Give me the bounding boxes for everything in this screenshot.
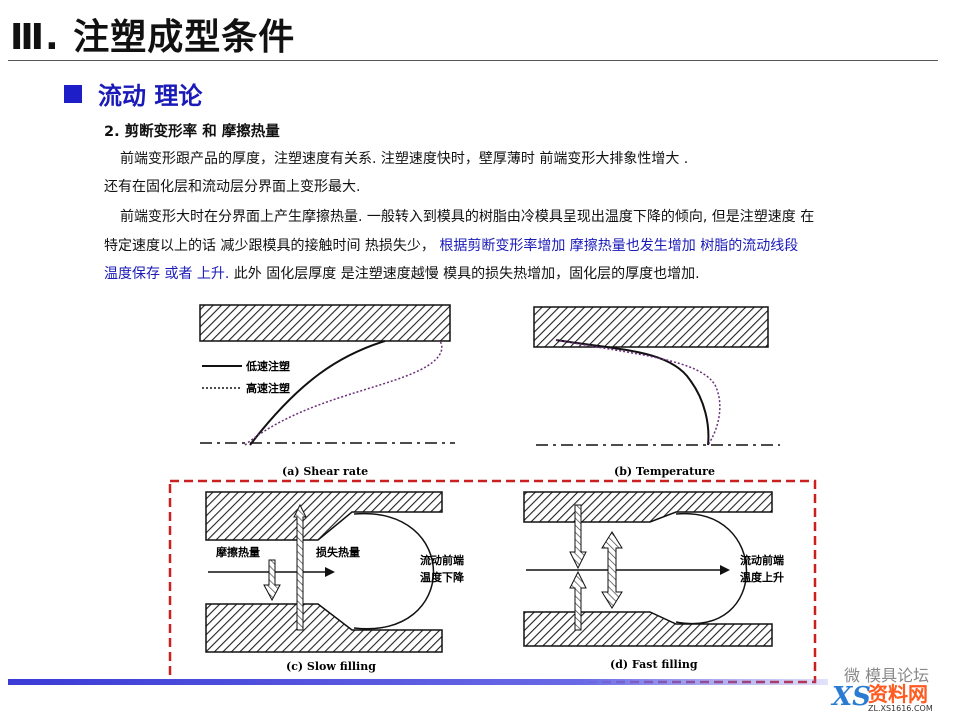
panel-d-arrow-down-top [569, 504, 587, 570]
panel-b-fast-curve [555, 339, 721, 446]
paragraph-1-text: 前端变形跟产品的厚度，注塑速度有关系. 注塑速度快时，壁厚薄时 前端变形大排象性… [120, 151, 689, 167]
panel-a-legend-low: 低速注塑 [245, 359, 290, 373]
paragraph-3-text: 前端变形大时在分界面上产生摩擦热量. 一般转入到模具的树脂由冷模具呈现出温度下降… [120, 209, 815, 225]
panel-a-low-speed-curve [249, 340, 386, 446]
panel-c-flow-arrowhead [325, 567, 335, 577]
logo-main: 资料网 [868, 682, 928, 706]
paragraph-3: 前端变形大时在分界面上产生摩擦热量. 一般转入到模具的树脂由冷模具呈现出温度下降… [120, 204, 940, 230]
section-heading: 流动 理论 [64, 76, 202, 111]
logo-url: ZL.XS1616.COM [868, 704, 933, 713]
paragraph-4-blue: 根据剪断变形率增加 摩擦热量也发生增加 树脂的流动线段 [439, 238, 799, 254]
paragraph-4-black: 特定速度以上的话 减少跟模具的接触时间 热损失少， [104, 238, 435, 254]
panel-d-double-arrow [601, 531, 623, 609]
panel-d-label-front-1: 流动前端 [740, 553, 784, 567]
panel-d-label-front-2: 温度上升 [740, 570, 784, 584]
bullet-square-icon [64, 84, 82, 103]
panel-d-flow-front [675, 512, 748, 625]
panel-d-top-wall [523, 491, 773, 523]
bottom-gradient-bar [8, 679, 828, 685]
paragraph-5: 温度保存 或者 上升. 此外 固化层厚度 是注塑速度越慢 模具的损失热增加，固化… [104, 261, 924, 287]
paragraph-2: 还有在固化层和流动层分界面上变形最大. [104, 174, 924, 200]
paragraph-4: 特定速度以上的话 减少跟模具的接触时间 热损失少， 根据剪断变形率增加 摩擦热量… [104, 233, 924, 259]
panel-d-bottom-wall [523, 611, 773, 647]
panel-c-friction-arrow [263, 559, 281, 602]
panel-a-caption: (a) Shear rate [282, 465, 368, 478]
panel-c-label-loss: 损失热量 [316, 545, 360, 559]
watermark-text: 微 模具论坛 [844, 666, 930, 685]
panel-c-slow-filling: 摩擦热量 损失热量 流动前端 温度下降 (c) Slow filling [205, 491, 465, 673]
section-label: 流动 理论 [98, 82, 203, 110]
panel-d-caption: (d) Fast filling [610, 658, 698, 671]
paragraph-5-black: 此外 固化层厚度 是注塑速度越慢 模具的损失热增加，固化层的厚度也增加. [229, 266, 700, 282]
site-logo: XS 资料网 ZL.XS1616.COM [828, 678, 952, 718]
panel-b-slow-curve [555, 339, 710, 446]
panel-c-loss-arrow [293, 503, 307, 631]
panel-c-label-front-2: 温度下降 [420, 570, 465, 584]
panel-a-legend-high: 高速注塑 [246, 381, 290, 395]
panel-c-label-front-1: 流动前端 [420, 553, 464, 567]
panel-d-flow-arrowhead [720, 565, 730, 575]
title-rule [8, 60, 938, 61]
panel-d-arrow-up-bottom [569, 570, 587, 631]
slide-title: Ⅲ. 注塑成型条件 [10, 17, 296, 58]
panel-c-bottom-wall [205, 603, 443, 653]
paragraph-5-blue: 温度保存 或者 上升. [104, 266, 230, 282]
panel-a-shear-rate: 低速注塑 高速注塑 (a) Shear rate [199, 304, 455, 478]
panel-a-high-speed-curve [244, 340, 443, 446]
panel-c-flow-front [353, 512, 435, 630]
panel-b-caption: (b) Temperature [614, 465, 715, 478]
paragraph-1: 前端变形跟产品的厚度，注塑速度有关系. 注塑速度快时，壁厚薄时 前端变形大排象性… [120, 146, 940, 172]
panel-b-temperature: (b) Temperature [533, 306, 780, 478]
paragraph-2-text: 还有在固化层和流动层分界面上变形最大. [104, 179, 361, 195]
subheading: 2. 剪断变形率 和 摩擦热量 [104, 124, 280, 140]
panel-d-fast-filling: 流动前端 温度上升 (d) Fast filling [523, 491, 784, 671]
panel-c-label-friction: 摩擦热量 [216, 545, 260, 559]
logo-letters: XS [832, 682, 871, 712]
panel-b-mold-wall [533, 306, 769, 348]
panel-c-top-wall [205, 491, 443, 541]
panel-a-mold-wall [199, 304, 451, 342]
panel-c-caption: (c) Slow filling [286, 660, 376, 673]
